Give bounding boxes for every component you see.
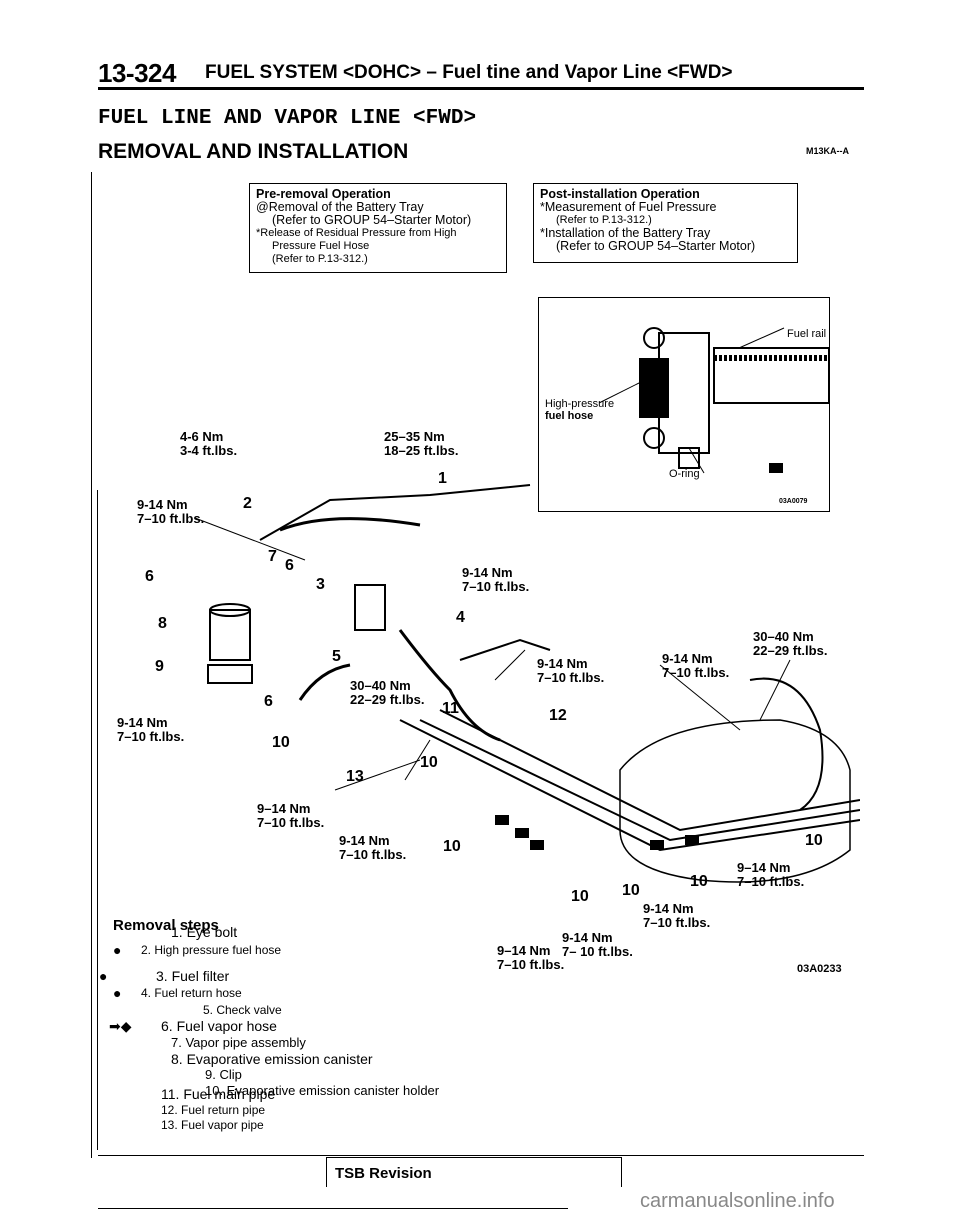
removal-item: 13. Fuel vapor pipe	[161, 1118, 264, 1132]
pre-removal-line: Pressure Fuel Hose	[272, 240, 370, 252]
removal-item: 11. Fuel main pipe	[161, 1086, 276, 1102]
removal-item: 4. Fuel return hose	[141, 986, 242, 1000]
pre-removal-line: @Removal of the Battery Tray	[256, 200, 424, 214]
label-fuel-rail: Fuel rail	[787, 328, 827, 340]
callout-number: 10	[443, 838, 461, 855]
removal-item: 8. Evaporative emission canister	[171, 1051, 373, 1067]
footer-bottom-rule	[98, 1208, 568, 1209]
callout-number: 12	[549, 707, 567, 724]
removal-item: 2. High pressure fuel hose	[141, 943, 282, 957]
callout-number: 10	[420, 754, 438, 771]
removal-item: 6. Fuel vapor hose	[161, 1018, 277, 1034]
removal-item: 10. Evaporative emission canister holder	[205, 1083, 440, 1098]
header-rule	[98, 87, 864, 90]
section-title: FUEL LINE AND VAPOR LINE <FWD>	[98, 107, 477, 130]
callout-number: 2	[243, 495, 252, 512]
callout-number: 5	[332, 648, 341, 665]
page-header-title: FUEL SYSTEM <DOHC> – Fuel tine and Vapor…	[205, 62, 733, 83]
pre-removal-line: (Refer to GROUP 54–Starter Motor)	[272, 213, 472, 227]
section-code: M13KA--A	[806, 146, 850, 156]
removal-item: 9. Clip	[205, 1067, 242, 1082]
removal-marker: ➡◆	[109, 1018, 132, 1034]
diagram-code: 03A0233	[797, 963, 842, 975]
callout-number: 4	[456, 609, 465, 626]
removal-item: 3. Fuel filter	[156, 968, 230, 984]
removal-marker: ●	[99, 968, 108, 984]
callout-number: 3	[316, 576, 325, 593]
post-install-heading: Post-installation Operation	[540, 187, 700, 201]
removal-steps: Removal steps 1. Eye bolt ● 2. High pres…	[99, 917, 513, 1138]
margin-line-inner	[97, 490, 98, 1150]
inset-drawing	[598, 327, 830, 474]
callout-number: 6	[285, 557, 294, 574]
callout-number: 10	[622, 882, 640, 899]
removal-marker: ●	[113, 942, 122, 958]
callout-number: 10	[690, 873, 708, 890]
post-install-box: Post-installation Operation *Measurement…	[533, 183, 798, 263]
callout-number: 1	[438, 470, 447, 487]
label-high-pressure: High-pressure	[545, 398, 615, 410]
callout-number: 6	[145, 568, 154, 585]
post-install-line: *Measurement of Fuel Pressure	[540, 200, 717, 214]
post-install-line: *Installation of the Battery Tray	[540, 226, 711, 240]
label-fuel-hose: fuel hose	[545, 410, 594, 422]
footer-rule	[98, 1155, 864, 1156]
callout-number: 10	[571, 888, 589, 905]
callout-number: 10	[805, 832, 823, 849]
inset-detail: Fuel rail High-pressure fuel hose O-ring…	[538, 297, 830, 512]
page-number: 13-324	[98, 58, 176, 88]
pre-removal-box: Pre-removal Operation @Removal of the Ba…	[249, 183, 507, 273]
pre-removal-line: *Release of Residual Pressure from High	[256, 227, 457, 239]
tsb-revision-box: TSB Revision	[326, 1157, 622, 1187]
removal-heading: Removal steps	[113, 917, 219, 934]
inset-code: 03A0079	[779, 498, 808, 505]
callout-number: 6	[264, 693, 273, 710]
pre-removal-line: (Refer to P.13-312.)	[272, 253, 368, 265]
post-install-line: (Refer to P.13-312.)	[556, 214, 652, 226]
removal-item: 7. Vapor pipe assembly	[171, 1035, 306, 1050]
margin-line	[91, 172, 92, 1158]
exploded-diagram	[194, 484, 860, 883]
removal-marker: ●	[113, 985, 122, 1001]
callout-number: 8	[158, 615, 167, 632]
removal-item: 1. Eye bolt	[171, 924, 238, 940]
callout-number: 7	[268, 548, 277, 565]
callout-number: 13	[346, 768, 364, 785]
section-subtitle: REMOVAL AND INSTALLATION	[98, 140, 409, 163]
label-o-ring: O-ring	[669, 468, 700, 480]
callout-number: 9	[155, 658, 164, 675]
callout-number: 11	[442, 700, 459, 717]
callout-number: 10	[272, 734, 290, 751]
removal-item: 12. Fuel return pipe	[161, 1103, 266, 1117]
post-install-line: (Refer to GROUP 54–Starter Motor)	[556, 239, 756, 253]
removal-item: 5. Check valve	[203, 1003, 282, 1017]
watermark[interactable]: carmanualsonline.info	[640, 1190, 835, 1212]
pre-removal-heading: Pre-removal Operation	[256, 187, 391, 201]
